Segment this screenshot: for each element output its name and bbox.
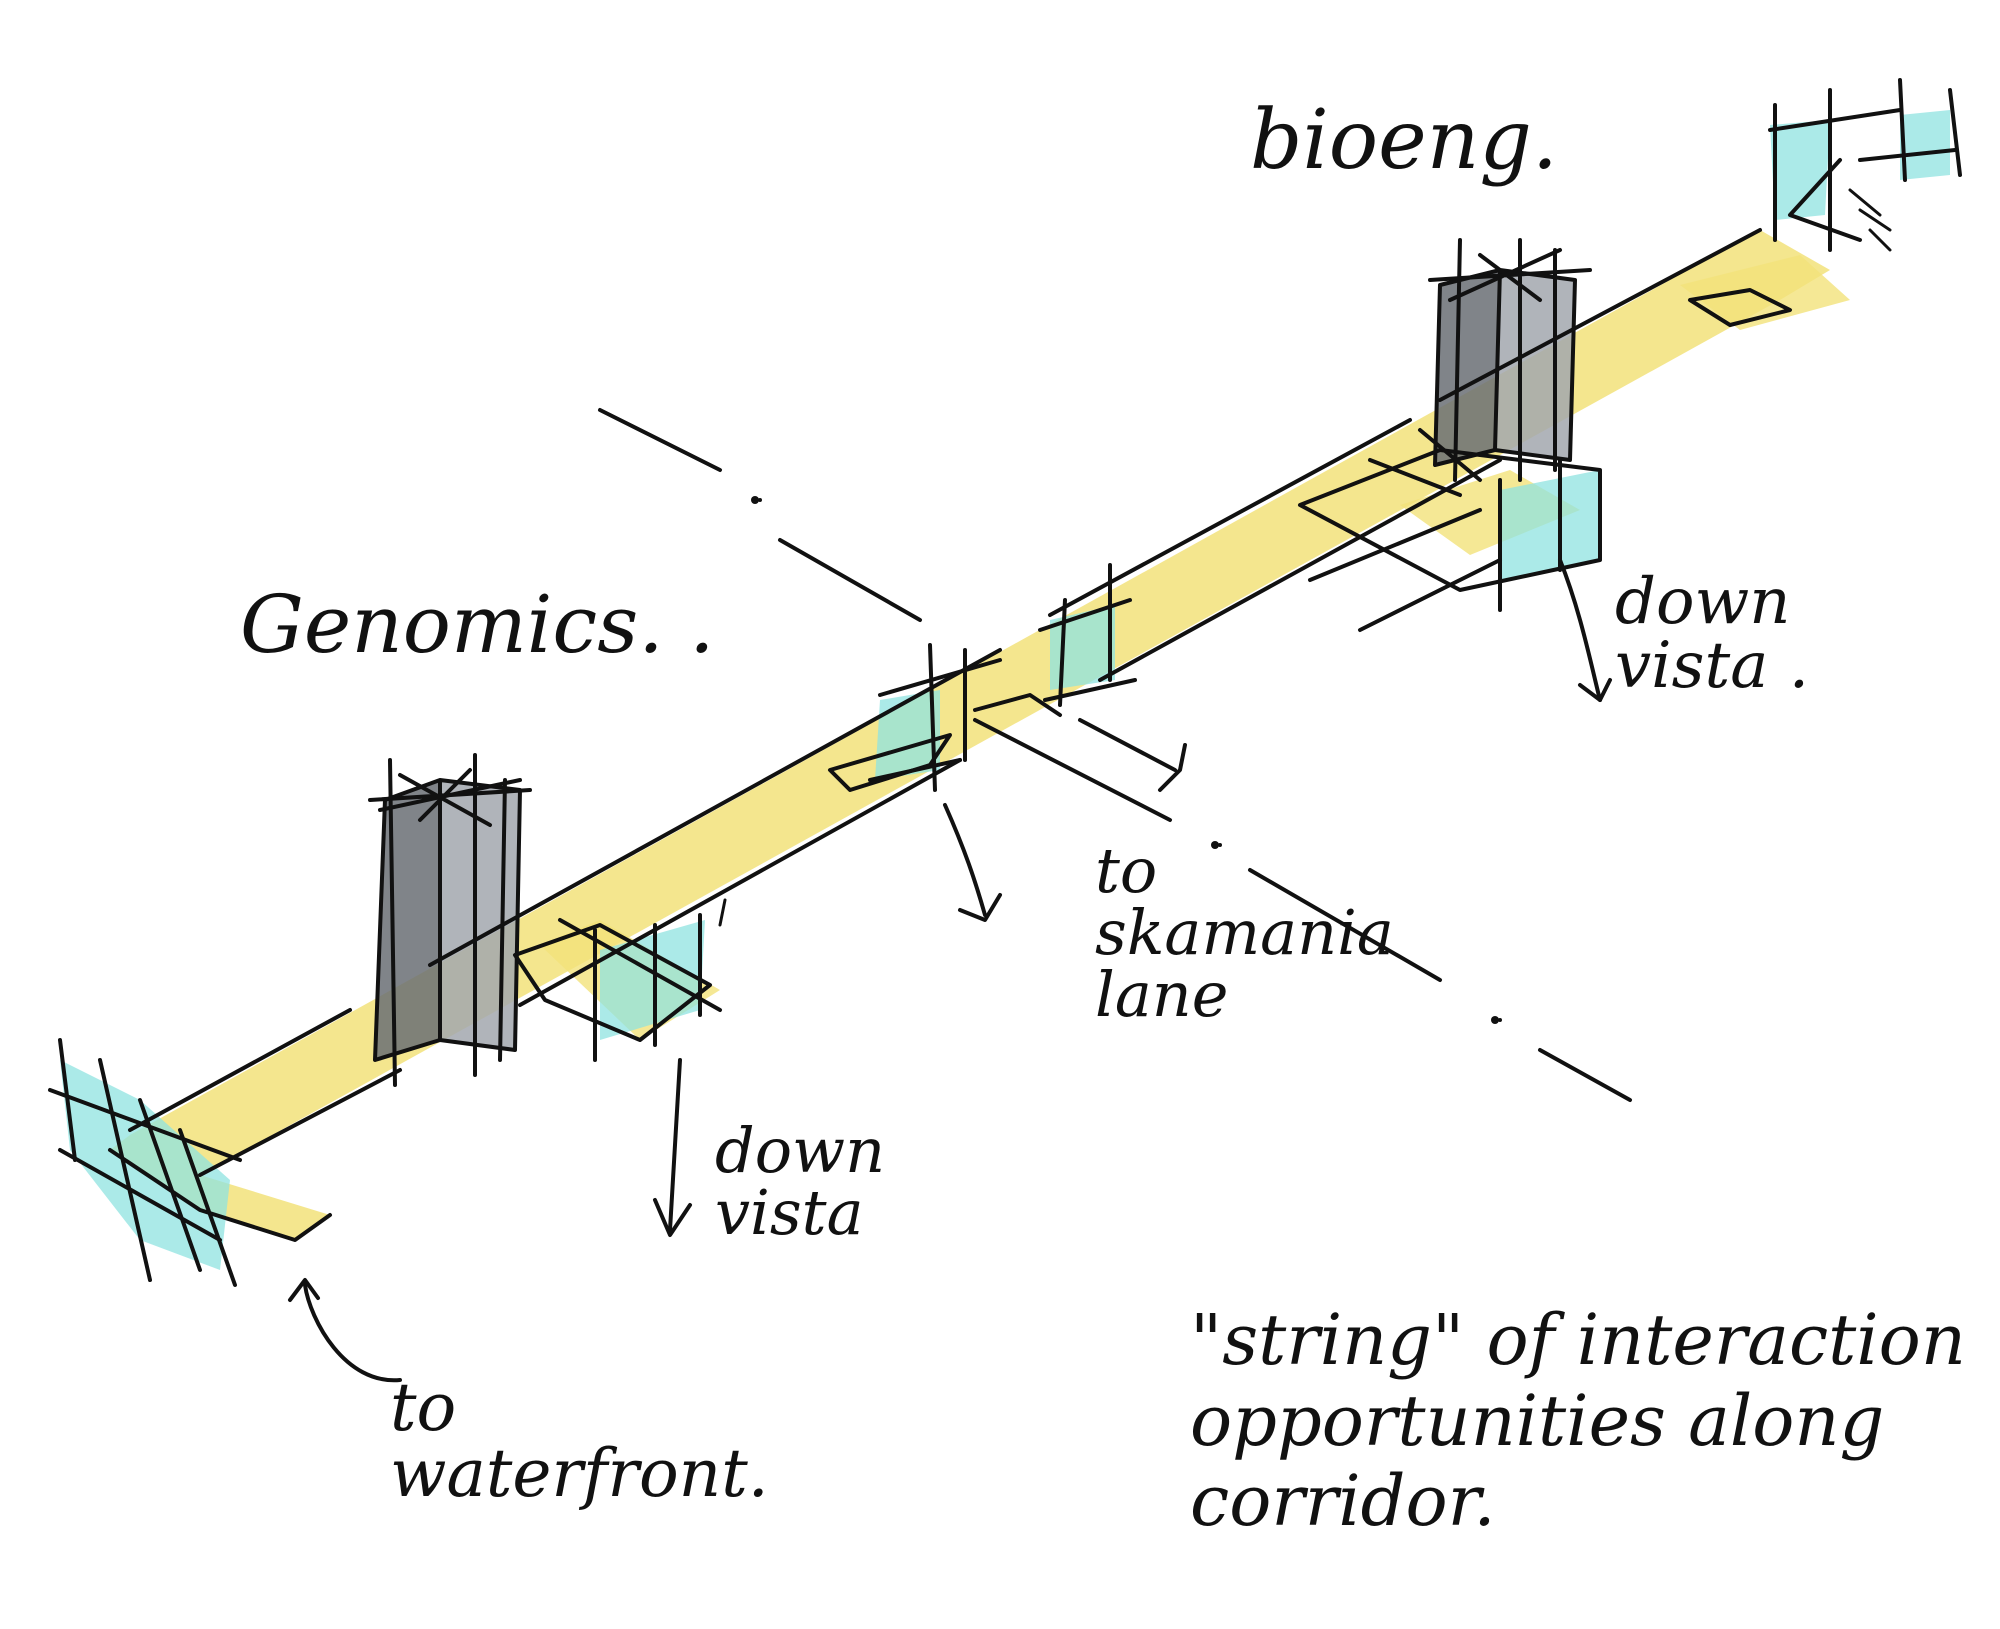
label-to-waterfront: to waterfront. [390, 1369, 769, 1512]
glass-panel-middle [875, 690, 940, 780]
label-to-skamania-lane: to skamania lane [1095, 834, 1394, 1031]
corridor-edges [48, 228, 1762, 1287]
branch-top [1688, 78, 1962, 327]
arrow-down-vista-lower [653, 1058, 692, 1237]
glass-panel-left [60, 1060, 230, 1270]
arrow-to-waterfront [288, 1278, 402, 1383]
label-bioeng: bioeng. [1250, 93, 1558, 188]
corridor-branch-top [1680, 255, 1850, 330]
label-down-vista-upper: down vista . [1615, 565, 1810, 703]
axis-lines [598, 408, 1632, 1102]
label-down-vista-lower: down vista [715, 1114, 886, 1249]
arrow-to-skamania [943, 718, 1187, 922]
glass-panel-top [1770, 110, 1950, 220]
glass-panel-center [1050, 605, 1115, 690]
caption: "string" of interaction opportunities al… [1190, 1299, 1966, 1542]
branch-lower [513, 898, 727, 1062]
tower-bioeng [1428, 238, 1592, 482]
arrow-down-vista-upper [1558, 558, 1612, 702]
branch-center [828, 563, 1137, 792]
tower-genomics [368, 753, 532, 1087]
branch-upper [1298, 428, 1602, 632]
glass-panel-right [1500, 470, 1600, 580]
label-genomics: Genomics. . [240, 578, 715, 671]
